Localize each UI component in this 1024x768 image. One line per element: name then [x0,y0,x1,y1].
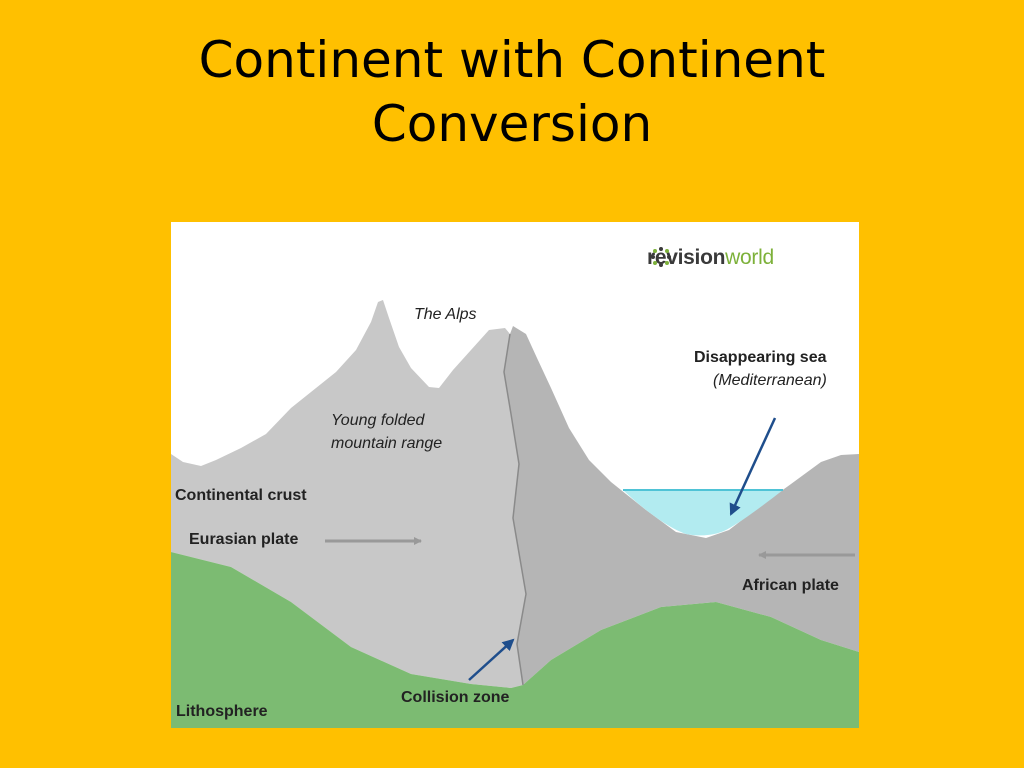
continental-crust-label: Continental crust [175,487,307,504]
sea-pointer-arrow [729,417,777,516]
lithosphere [171,552,859,728]
african-plate-label: African plate [742,577,839,594]
logo-text-world: world [725,246,774,269]
african-crust [504,326,859,685]
lithosphere-label: Lithosphere [176,703,268,720]
plate-collision-diagram: revisionworld The Alps Young folded moun… [171,222,859,728]
eurasian-crust [171,300,526,688]
disappearing-sea-label: Disappearing sea [694,349,827,366]
title-line-1: Continent with Continent [198,31,826,89]
title-line-2: Conversion [371,95,653,153]
young-mountain-label-line2: mountain range [331,435,443,452]
collision-pointer-arrow [468,638,515,681]
alps-label: The Alps [414,306,477,323]
young-mountain-label-line1: Young folded [331,412,425,429]
slide-title: Continent with Continent Conversion [0,28,1024,156]
mediterranean-label: (Mediterranean) [713,372,827,389]
eurasian-plate-label: Eurasian plate [189,531,299,548]
diagram-graphic [171,300,859,728]
collision-zone-label: Collision zone [401,689,510,706]
revisionworld-logo: revisionworld [647,246,774,270]
mediterranean-sea [623,490,783,536]
dotted-ring-icon [651,247,671,267]
fault-line [503,333,527,686]
